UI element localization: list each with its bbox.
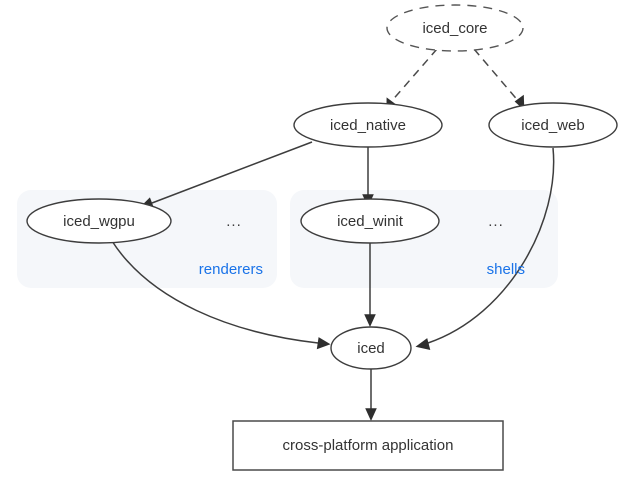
node-iced_wgpu[interactable]: iced_wgpu (26, 198, 172, 244)
node-iced_wgpu-label: iced_wgpu (63, 213, 135, 230)
edge-iced_native-to-iced_wgpu (151, 141, 313, 204)
cluster-renderers-label: renderers (199, 261, 263, 278)
arrowhead-iced-to-application (365, 408, 377, 421)
node-iced-label: iced (357, 340, 385, 357)
node-iced_winit-label: iced_winit (337, 213, 404, 230)
cluster-shells-label: shells (487, 261, 525, 278)
node-iced_web[interactable]: iced_web (488, 102, 618, 148)
node-iced_winit-shape (300, 198, 440, 244)
node-iced_core-label: iced_core (422, 20, 487, 37)
edge-iced_wgpu-to-iced (111, 240, 319, 344)
node-iced_native[interactable]: iced_native (293, 102, 443, 148)
edge-iced_core-to-iced_native (389, 48, 438, 104)
arrowhead-iced_web-to-iced (415, 338, 431, 350)
node-application-shape (232, 420, 504, 471)
arrowhead-iced_wgpu-to-iced (316, 337, 331, 350)
cluster-shells-ellipsis: ... (488, 213, 504, 230)
node-iced_native-shape (293, 102, 443, 148)
node-iced_web-label: iced_web (521, 117, 584, 134)
node-application-label: cross-platform application (283, 437, 454, 454)
cluster-renderers-ellipsis: ... (226, 213, 242, 230)
node-cross-platform-application[interactable]: cross-platform application (232, 420, 504, 471)
node-iced_core[interactable]: iced_core (386, 4, 524, 52)
arrowhead-iced_winit-to-iced (364, 314, 376, 327)
node-iced-shape (330, 326, 412, 370)
node-iced_winit[interactable]: iced_winit (300, 198, 440, 244)
node-iced_core-shape (386, 4, 524, 52)
node-iced_wgpu-shape (26, 198, 172, 244)
node-iced_native-label: iced_native (330, 117, 406, 134)
edge-iced_web-to-iced (427, 147, 555, 344)
node-iced[interactable]: iced (330, 326, 412, 370)
edge-iced_core-to-iced_web (473, 48, 521, 104)
node-iced_web-shape (488, 102, 618, 148)
